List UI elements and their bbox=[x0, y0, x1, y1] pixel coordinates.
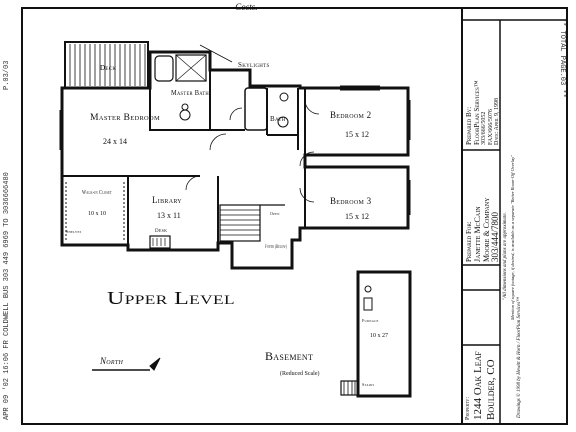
copyright-line: Drawings © 1998 by Hewitt & Horn / Floor… bbox=[517, 296, 522, 418]
prepared-for-label: Prepared For: bbox=[465, 221, 473, 262]
bedroom2-label: Bedroom 2 bbox=[330, 110, 371, 120]
door-swing-2 bbox=[299, 151, 315, 167]
property-label: Property: bbox=[465, 397, 471, 420]
shelves-label: Shelves bbox=[66, 229, 82, 234]
bedroom3-size: 15 x 12 bbox=[345, 212, 369, 221]
basement-subtitle: (Reduced Scale) bbox=[280, 370, 319, 377]
shower bbox=[175, 54, 207, 82]
agent-name: Janette McCain bbox=[473, 206, 482, 262]
basement-title: Basement bbox=[265, 349, 313, 363]
basement-stairs-label: Stairs bbox=[362, 382, 374, 387]
walkin-closet-size: 10 x 10 bbox=[88, 211, 106, 217]
furnace-label: Furnace bbox=[362, 318, 379, 323]
basement-plan bbox=[340, 270, 412, 398]
page-frame bbox=[21, 7, 568, 425]
bedroom2-size: 15 x 12 bbox=[345, 130, 369, 139]
upper-level-title: Upper Level bbox=[107, 288, 235, 308]
property-address-1: 1244 Oak Leaf bbox=[472, 351, 484, 420]
desk-label: Desk bbox=[155, 229, 167, 234]
upper-level-plan bbox=[59, 41, 411, 270]
fax-header-left: APR 09 '02 16:06 FR COLDWELL BUS 303 449… bbox=[3, 172, 11, 420]
library-size: 13 x 11 bbox=[157, 211, 181, 220]
fireplace bbox=[149, 235, 171, 249]
door-swing-3 bbox=[299, 187, 315, 203]
walkin-closet-label: Walk-in Closet bbox=[82, 190, 112, 196]
north-label: North bbox=[99, 356, 124, 366]
master-bedroom-label: Master Bedroom bbox=[90, 112, 160, 122]
deck-boards bbox=[69, 44, 146, 86]
fax-total-page: ** TOTAL PAGE.03 ** bbox=[558, 18, 566, 98]
door-swing-1 bbox=[209, 133, 227, 151]
property-address-2: Boulder, CO bbox=[485, 359, 497, 420]
master-bedroom-size: 24 x 14 bbox=[103, 137, 127, 146]
skylights-label: Skylights bbox=[238, 61, 270, 69]
basement-stairs bbox=[340, 380, 359, 396]
disclaimer-1: "All dimensions and plans are approximat… bbox=[503, 212, 508, 300]
fax-page-left: P.03/03 bbox=[3, 60, 11, 90]
master-bath-label: Master Bath bbox=[171, 89, 209, 97]
door-swing-4 bbox=[185, 175, 201, 191]
bath-label: Bath bbox=[270, 115, 286, 123]
prepared-by-label: Prepared By: bbox=[465, 106, 473, 145]
door-swing-6 bbox=[229, 107, 243, 121]
tub-hall bbox=[244, 87, 268, 131]
basement-outer-wall bbox=[356, 270, 412, 398]
open-label: Open bbox=[270, 211, 280, 216]
skylight-arrow bbox=[199, 44, 233, 63]
tub-master bbox=[154, 55, 174, 82]
house-outer-wall bbox=[60, 50, 410, 270]
north-arrow bbox=[92, 357, 161, 371]
library-label: Library bbox=[152, 195, 182, 205]
basement-size: 10 x 27 bbox=[370, 333, 388, 339]
foyer-label: Foyer (Below) bbox=[265, 245, 287, 250]
deck-label: Deck bbox=[100, 64, 116, 72]
plan-date: Date: April 9, 1998 bbox=[494, 97, 500, 145]
annotation-top: - Costs. bbox=[230, 2, 258, 12]
disclaimer-2: Mention of square footage, if desired, i… bbox=[510, 154, 515, 320]
company-name: FloorPlan Services™ bbox=[473, 80, 481, 145]
stairs bbox=[219, 204, 285, 242]
furnace-box bbox=[363, 297, 373, 311]
bedroom3-label: Bedroom 3 bbox=[330, 196, 372, 206]
company-phone: 303/666/5052 bbox=[481, 111, 487, 145]
agent-phone: 303/444/7800 bbox=[490, 211, 500, 262]
door-swing-5 bbox=[304, 99, 320, 115]
